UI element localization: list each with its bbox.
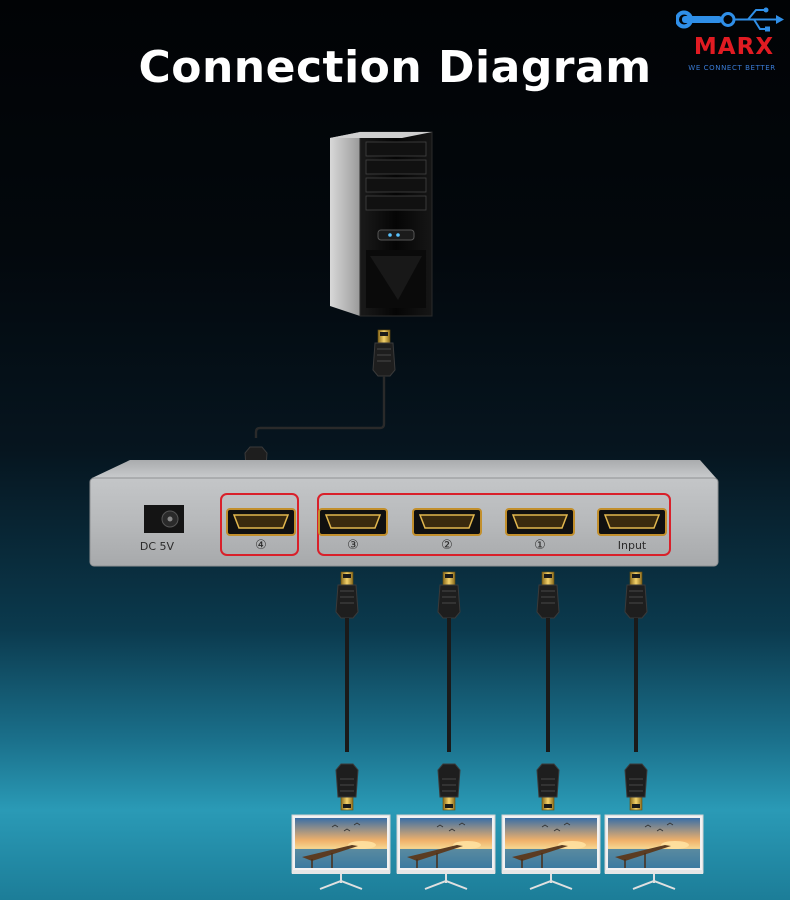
- port-label-4: ④: [255, 538, 267, 553]
- port-label-1: ①: [534, 538, 546, 553]
- port-label-2: ②: [441, 538, 453, 553]
- port-label-input: Input: [617, 539, 647, 552]
- input-cable: [244, 329, 396, 494]
- output-cable-1: [536, 571, 560, 811]
- wrench-usb-icon: [676, 7, 784, 32]
- monitor-icon: [291, 814, 391, 890]
- brand-logo: MARX WE CONNECT BETTER: [676, 4, 788, 76]
- monitor-icon: [396, 814, 496, 890]
- output-cable-3: [335, 571, 359, 811]
- logo-wordmark: MARX: [693, 34, 775, 60]
- monitor-icon: [501, 814, 601, 890]
- hdmi-port-3-icon[interactable]: [318, 508, 388, 536]
- hdmi-port-4-icon[interactable]: [226, 508, 296, 536]
- power-label: DC 5V: [139, 540, 175, 553]
- output-cable-4: [624, 571, 648, 811]
- dc-power-jack: [144, 505, 184, 533]
- hdmi-splitter-device: [89, 460, 719, 567]
- logo-tagline: WE CONNECT BETTER: [688, 64, 776, 72]
- monitor-icon: [604, 814, 704, 890]
- page-title: Connection Diagram: [138, 42, 652, 93]
- hdmi-port-2-icon[interactable]: [412, 508, 482, 536]
- port-label-3: ③: [347, 538, 359, 553]
- hdmi-port-input-icon[interactable]: [597, 508, 667, 536]
- pc-tower-icon: [330, 131, 433, 317]
- hdmi-port-1-icon[interactable]: [505, 508, 575, 536]
- output-port-4-highlight: [220, 493, 299, 556]
- output-cable-2: [437, 571, 461, 811]
- output-cables: [335, 571, 648, 811]
